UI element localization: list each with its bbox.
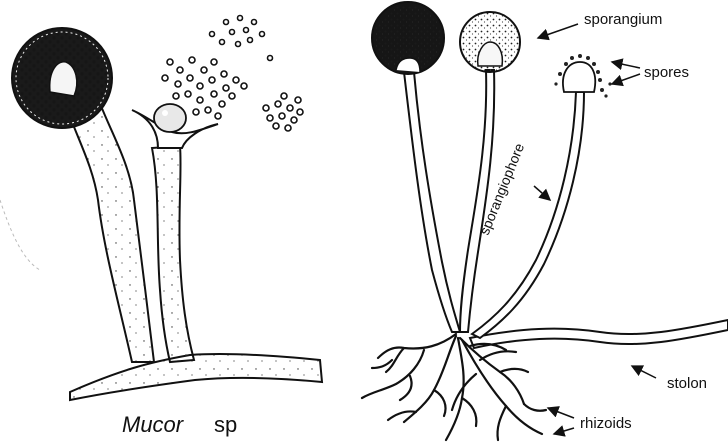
- right-illustration: sporangium spores sporangiophore stolon …: [362, 2, 728, 440]
- left-columella: [154, 104, 186, 132]
- left-caption: Mucor sp: [122, 412, 237, 437]
- caption-mucor: Mucor: [122, 412, 185, 437]
- label-spores: spores: [644, 64, 689, 81]
- left-sporangiophore-2: [152, 146, 194, 362]
- columella-3: [563, 62, 595, 92]
- label-stolon: stolon: [667, 375, 707, 392]
- rhizoids: [362, 334, 546, 440]
- left-mucor-illustration: [0, 16, 322, 401]
- label-sporangium: sporangium: [584, 11, 662, 28]
- label-rhizoids: rhizoids: [580, 415, 632, 432]
- left-sporangiophore-1: [62, 92, 154, 362]
- stolon-hypha: [470, 320, 728, 348]
- caption-sp: sp: [214, 412, 237, 437]
- left-base-hypha: [70, 354, 322, 400]
- sporangiophore-1: [404, 72, 460, 332]
